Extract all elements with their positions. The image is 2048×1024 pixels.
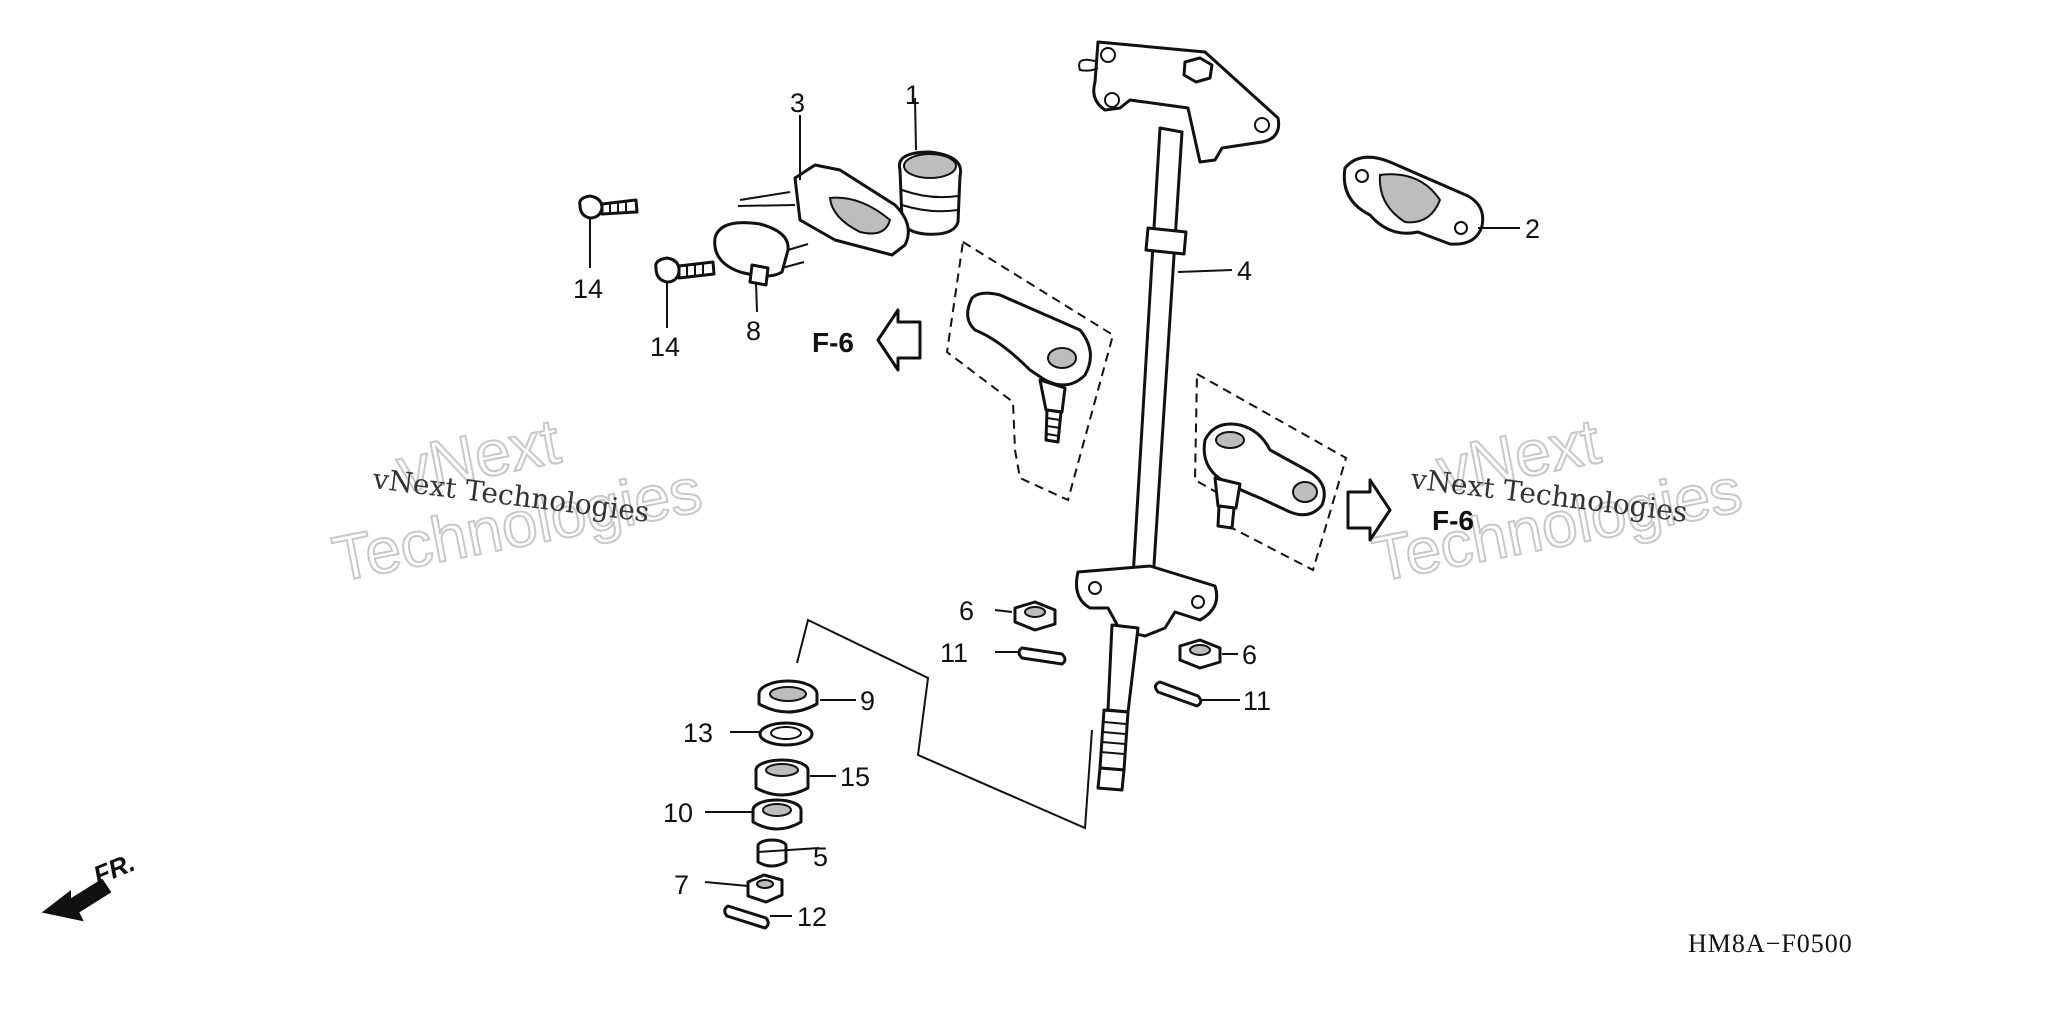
- callout-6-left: 6: [959, 596, 974, 626]
- callout-3: 3: [790, 88, 805, 118]
- front-indicator: FR.: [41, 847, 139, 922]
- bearing-9: [757, 679, 819, 714]
- reference-arrow-left: F-6: [812, 308, 922, 372]
- reference-label-left: F-6: [812, 327, 854, 358]
- bushing-holder: [1342, 155, 1485, 246]
- seal-13: [758, 721, 814, 747]
- steering-shaft: [1075, 40, 1281, 792]
- callout-14-upper: 14: [573, 274, 603, 304]
- leader-lines: [589, 97, 1520, 917]
- tie-rod-end-right: [1193, 372, 1348, 572]
- bushing: [897, 150, 963, 236]
- front-arrow-icon: [41, 878, 112, 922]
- callout-6-right: 6: [1242, 640, 1257, 670]
- assembly-bracket-line: [796, 618, 1093, 830]
- callout-10: 10: [663, 798, 693, 828]
- diagram-code: HM8A−F0500: [1688, 929, 1853, 958]
- callout-15: 15: [840, 762, 870, 792]
- holder-bracket: [737, 163, 910, 257]
- nut-left: [1013, 600, 1057, 632]
- cotter-pin-12: [723, 904, 770, 930]
- callout-11-right: 11: [1243, 686, 1271, 716]
- callout-14-lower: 14: [650, 332, 680, 362]
- callout-4: 4: [1237, 256, 1252, 286]
- callout-12: 12: [797, 902, 827, 932]
- bearing-15: [754, 758, 810, 797]
- collar-5: [756, 838, 788, 868]
- nut-7: [746, 873, 784, 904]
- nut-right: [1178, 638, 1222, 670]
- callout-9: 9: [860, 686, 875, 716]
- callout-11-left: 11: [940, 638, 968, 668]
- callout-2: 2: [1525, 214, 1540, 244]
- bolt-lower: [654, 256, 716, 284]
- reference-arrow-right: F-6: [1346, 478, 1474, 542]
- callout-1: 1: [905, 80, 920, 110]
- cotter-pin-right: [1153, 680, 1203, 708]
- band-clamp: [713, 221, 809, 287]
- tie-rod-end-left: [945, 240, 1115, 502]
- callout-5: 5: [813, 842, 828, 872]
- callout-13: 13: [683, 718, 713, 748]
- callout-7: 7: [674, 870, 689, 900]
- bearing-10: [751, 798, 803, 831]
- reference-label-right: F-6: [1432, 505, 1474, 536]
- bolt-upper: [578, 194, 639, 220]
- cotter-pin-left: [1017, 646, 1067, 666]
- callout-8: 8: [746, 316, 761, 346]
